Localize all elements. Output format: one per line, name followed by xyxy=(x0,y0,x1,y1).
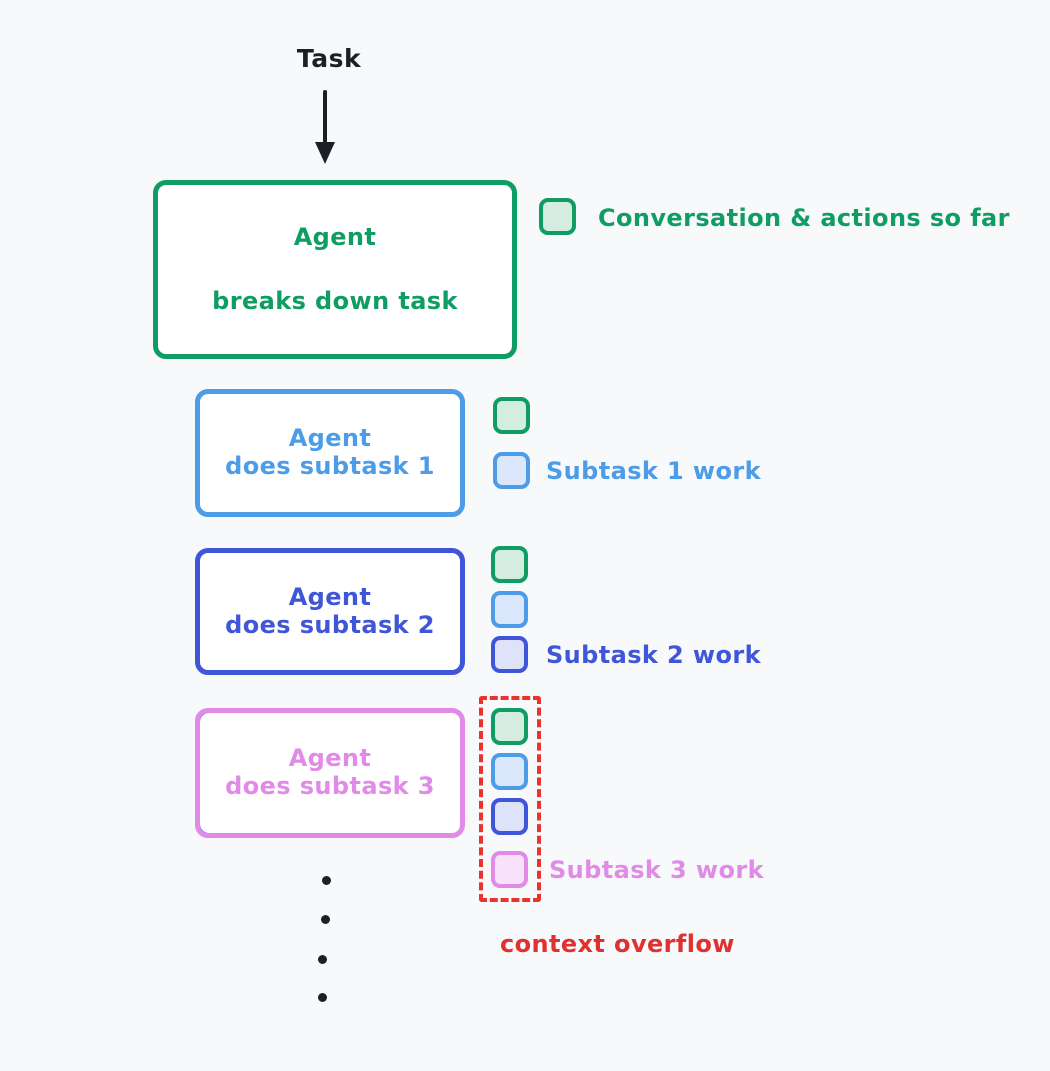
page-title: Task xyxy=(296,44,362,73)
context-square-green xyxy=(491,708,528,745)
context-square-pink xyxy=(491,851,528,888)
context-square-indigo xyxy=(491,798,528,835)
ellipsis-dot xyxy=(322,876,331,885)
context-square-blue xyxy=(491,753,528,790)
context-square-green xyxy=(539,198,576,235)
legend-label-subtask-3: Subtask 3 work xyxy=(549,856,764,884)
agent-box-subtask-2[interactable]: Agent does subtask 2 xyxy=(195,548,465,675)
agent-box-subtask-3[interactable]: Agent does subtask 3 xyxy=(195,708,465,838)
context-square-green xyxy=(491,546,528,583)
legend-label-subtask-2: Subtask 2 work xyxy=(546,641,761,669)
agent-box-root-line1: Agent xyxy=(293,222,377,251)
legend-label-subtask-1: Subtask 1 work xyxy=(546,457,761,485)
agent-box-subtask-3-line2: does subtask 3 xyxy=(225,772,435,800)
ellipsis-dot xyxy=(321,915,330,924)
context-square-indigo xyxy=(491,636,528,673)
context-overflow-label: context overflow xyxy=(500,930,735,958)
context-overflow-boundary xyxy=(479,696,541,902)
context-square-blue xyxy=(493,452,530,489)
agent-box-subtask-2-line2: does subtask 2 xyxy=(225,610,435,639)
context-square-green xyxy=(493,397,530,434)
agent-box-subtask-2-line1: Agent xyxy=(288,582,372,611)
agent-box-subtask-1-line2: does subtask 1 xyxy=(225,452,435,480)
ellipsis-dot xyxy=(318,955,327,964)
agent-box-subtask-1[interactable]: Agent does subtask 1 xyxy=(195,389,465,517)
agent-box-subtask-1-line1: Agent xyxy=(288,424,372,453)
context-square-blue xyxy=(491,591,528,628)
agent-box-root-line2: breaks down task xyxy=(212,286,458,315)
agent-box-root[interactable]: Agent breaks down task xyxy=(153,180,517,359)
task-to-agent-arrow-icon xyxy=(315,90,335,164)
ellipsis-dot xyxy=(318,993,327,1002)
agent-box-subtask-3-line1: Agent xyxy=(288,744,372,773)
legend-label-conversation: Conversation & actions so far xyxy=(598,204,1010,232)
